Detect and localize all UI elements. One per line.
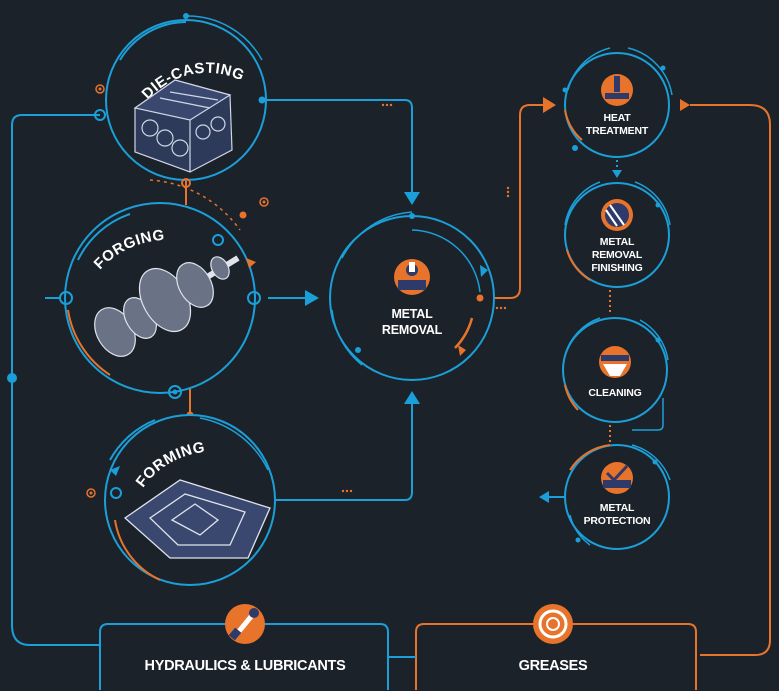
metal-removal-node: METAL REMOVAL — [329, 211, 495, 381]
heat-treatment-node: HEAT TREATMENT — [562, 47, 673, 158]
flame-icon — [601, 74, 633, 106]
wrench-icon — [225, 604, 265, 644]
engine-block-icon — [133, 79, 233, 173]
bearing-icon — [533, 604, 573, 644]
dot-markers — [341, 103, 510, 493]
arrow-right-icon — [305, 290, 319, 306]
metal-removal-label-2: REMOVAL — [382, 323, 443, 337]
cleaning-label: CLEANING — [588, 387, 641, 399]
arrowheads — [305, 97, 690, 503]
arrow-down-icon — [404, 192, 420, 205]
heat-treatment-label-1: HEAT — [603, 112, 631, 124]
checkmark-shield-icon — [601, 462, 633, 494]
cleaning-icon — [599, 346, 631, 378]
finishing-label-1: METAL — [600, 236, 635, 248]
metal-removal-label-1: METAL — [391, 307, 433, 321]
cleaning-node: CLEANING — [562, 317, 669, 431]
hydraulics-label: HYDRAULICS & LUBRICANTS — [145, 658, 347, 674]
finishing-label-3: FINISHING — [591, 262, 642, 274]
metal-removal-finishing-node: METAL REMOVAL FINISHING — [564, 181, 671, 288]
protection-label-2: PROTECTION — [584, 515, 651, 527]
die-casting-node: DIE-CASTING — [94, 13, 267, 188]
greases-box: GREASES — [519, 604, 588, 674]
striped-disc-icon — [601, 199, 633, 231]
cutting-tool-icon — [394, 259, 430, 295]
hydraulics-lubricants-box: HYDRAULICS & LUBRICANTS — [145, 604, 347, 674]
heat-treatment-label-2: TREATMENT — [586, 125, 649, 137]
finishing-label-2: REMOVAL — [592, 249, 643, 261]
arrow-down-icon — [612, 170, 622, 178]
gear-shaft-icon — [94, 255, 240, 357]
protection-label-1: METAL — [600, 502, 635, 514]
arrow-up-icon — [404, 391, 420, 404]
greases-label: GREASES — [519, 658, 588, 674]
arrow-left-icon — [539, 491, 549, 503]
arrow-right-icon — [543, 97, 556, 113]
arrow-right-icon — [680, 99, 690, 111]
forming-node: FORMING — [86, 414, 276, 586]
metal-protection-node: METAL PROTECTION — [564, 444, 671, 550]
car-hood-icon — [123, 479, 271, 559]
forging-node: FORGING — [45, 179, 269, 419]
